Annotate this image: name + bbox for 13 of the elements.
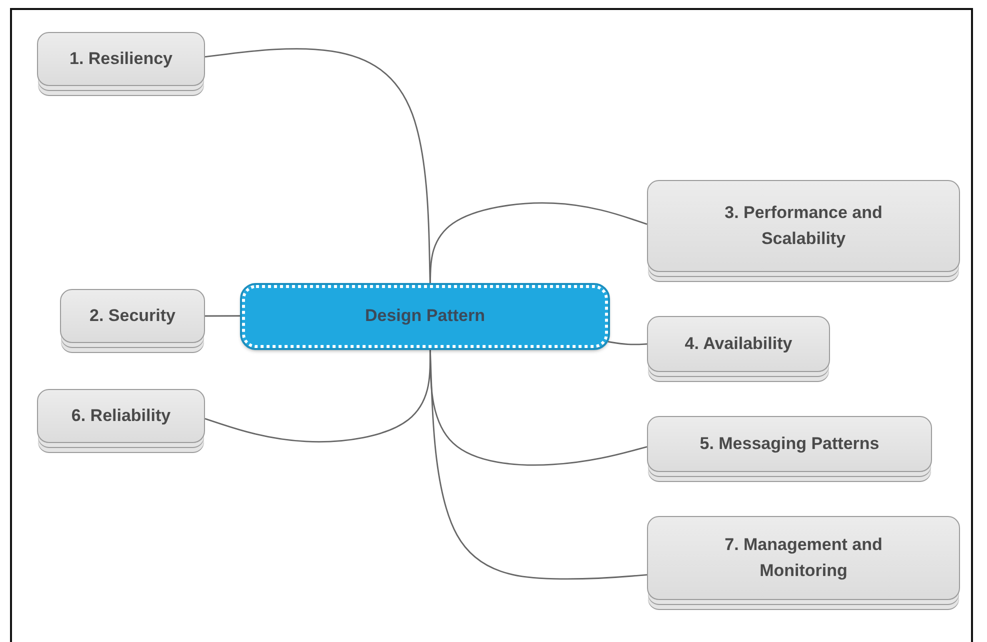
connector-line bbox=[429, 202, 648, 286]
connector-line bbox=[429, 348, 648, 580]
topic-label: 3. Performance and Scalability bbox=[724, 202, 884, 250]
topic-label: Design Pattern bbox=[364, 305, 486, 328]
topic-label: 5. Messaging Patterns bbox=[698, 432, 880, 455]
central-topic-box bbox=[242, 285, 608, 348]
topic-label: 2. Security bbox=[88, 304, 176, 327]
connector-line bbox=[608, 341, 648, 346]
topic-label: 1. Resiliency bbox=[68, 48, 174, 70]
topic-label: 4. Availability bbox=[684, 332, 794, 355]
topic-label: 6. Reliability bbox=[70, 404, 172, 427]
topic-label: 7. Management and Monitoring bbox=[724, 534, 884, 582]
connector-line bbox=[205, 315, 242, 317]
